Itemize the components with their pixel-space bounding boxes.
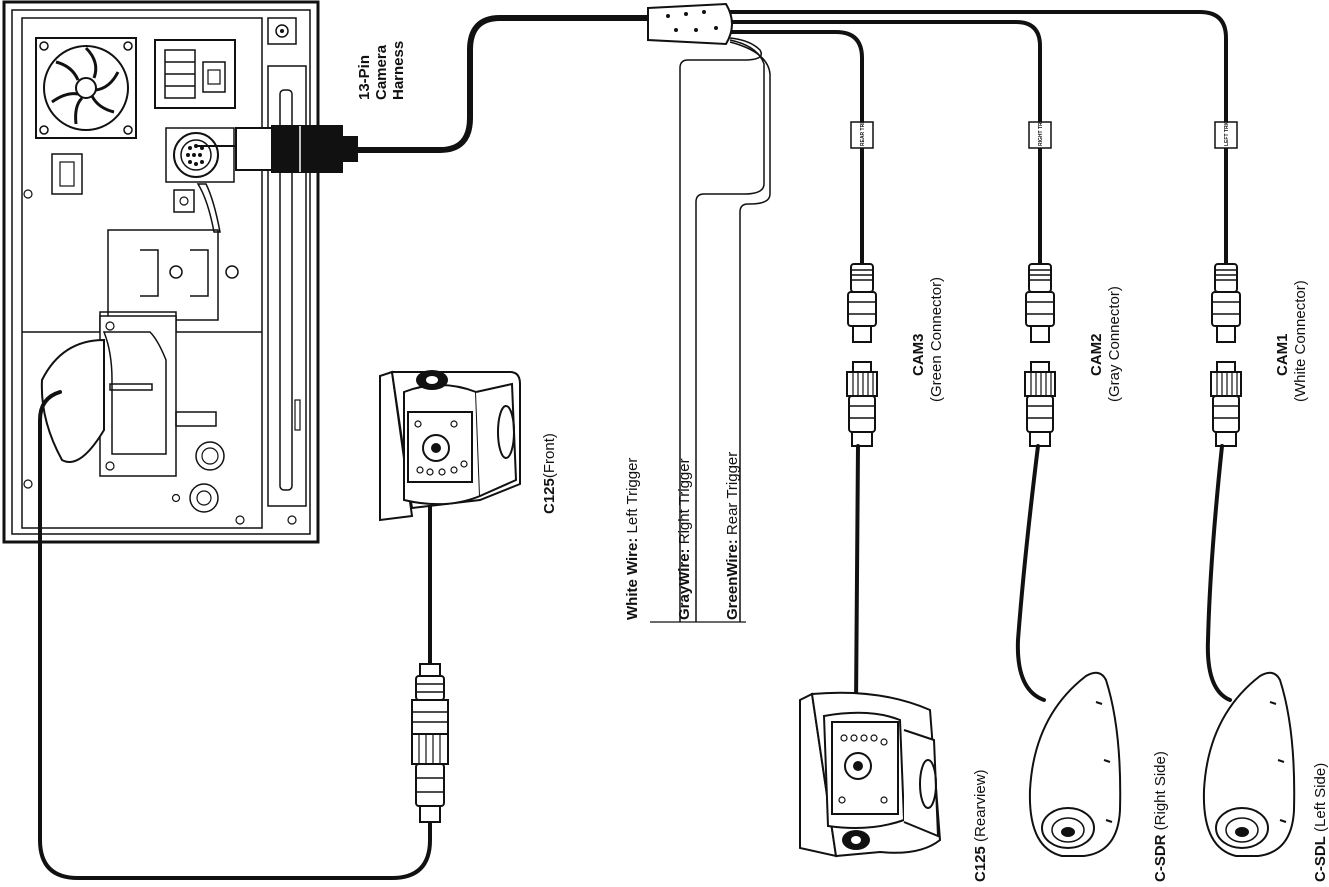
trigger-green-sep: : [724, 535, 741, 544]
front-camera-position: (Front) [541, 433, 558, 478]
wire-tag-left-text: LEFT TRIG [1224, 120, 1230, 146]
right-camera-position: (Right Side) [1152, 751, 1169, 834]
right-camera-model: C-SDR [1152, 834, 1169, 882]
monitor-rear-panel [2, 0, 320, 544]
front-camera-icon [379, 370, 521, 522]
trigger-white-role: Left Trigger [624, 458, 641, 534]
harness-label-line-3: Harness [390, 41, 407, 100]
harness-label: 13-Pin Camera Harness [356, 41, 407, 100]
left-camera-model: C-SDL [1312, 836, 1329, 882]
cam3-name: CAM3 [910, 333, 927, 376]
cam1-name: CAM1 [1274, 333, 1291, 376]
cam2-connector: (Gray Connector) [1106, 286, 1123, 402]
wire-tag-right: RIGHT TRIG [1028, 117, 1052, 149]
trigger-green-wire: GreenWire [724, 544, 741, 620]
left-camera-connector [1210, 361, 1242, 447]
front-camera-connector-bottom [411, 733, 449, 823]
trigger-label-gray: GrayWire: Right Trigger [676, 458, 693, 620]
harness-splitter-hub [647, 2, 733, 46]
cam3-harness-connector [847, 263, 877, 343]
front-camera-connector-top [411, 663, 449, 735]
camera-cables [854, 444, 1232, 708]
harness-plug [196, 125, 358, 173]
trigger-gray-sep: : [676, 544, 693, 553]
trigger-green-role: Rear Trigger [724, 452, 741, 535]
front-camera-model: C125 [541, 478, 558, 514]
wire-tag-rear-text: REAR TRIG [860, 118, 866, 146]
left-side-camera-icon [1202, 671, 1296, 857]
right-camera-connector [1024, 361, 1056, 447]
left-camera-position: (Left Side) [1312, 763, 1329, 836]
trigger-wires [650, 37, 771, 623]
cam2-name: CAM2 [1088, 333, 1105, 376]
trigger-label-white: White Wire: Left Trigger [624, 458, 641, 620]
left-camera-label: C-SDL (Left Side) [1312, 763, 1329, 882]
cam2-harness-connector [1025, 263, 1055, 343]
wire-tag-left: LEFT TRIG [1214, 120, 1238, 149]
power-plug-socket [154, 39, 236, 109]
harness-label-line-1: 13-Pin [356, 55, 373, 100]
wire-tag-right-text: RIGHT TRIG [1038, 117, 1044, 146]
trigger-gray-wire: GrayWire [676, 553, 693, 620]
cam1-harness-connector [1211, 263, 1241, 343]
cam3-connector: (Green Connector) [928, 277, 945, 402]
cam1-connector: (White Connector) [1292, 280, 1309, 402]
harness-cable [353, 10, 1228, 272]
rear-camera-position: (Rearview) [972, 769, 989, 846]
rear-camera-connector [846, 361, 878, 447]
trigger-white-sep: : [624, 533, 641, 542]
right-camera-label: C-SDR (Right Side) [1152, 751, 1169, 882]
rear-camera-label: C125 (Rearview) [972, 769, 989, 882]
rear-camera-model: C125 [972, 846, 989, 882]
rear-camera-icon [799, 691, 942, 858]
front-camera-label: C125(Front) [541, 433, 558, 514]
cooling-fan-icon [35, 37, 137, 139]
camera-harness-socket [165, 127, 235, 183]
harness-label-line-2: Camera [373, 44, 390, 100]
trigger-label-green: GreenWire: Rear Trigger [724, 452, 741, 620]
front-camera-cable [38, 390, 432, 880]
trigger-white-wire: White Wire [624, 543, 641, 620]
trigger-gray-role: Right Trigger [676, 458, 693, 544]
right-side-camera-icon [1028, 671, 1122, 857]
wire-tag-rear: REAR TRIG [850, 118, 874, 149]
